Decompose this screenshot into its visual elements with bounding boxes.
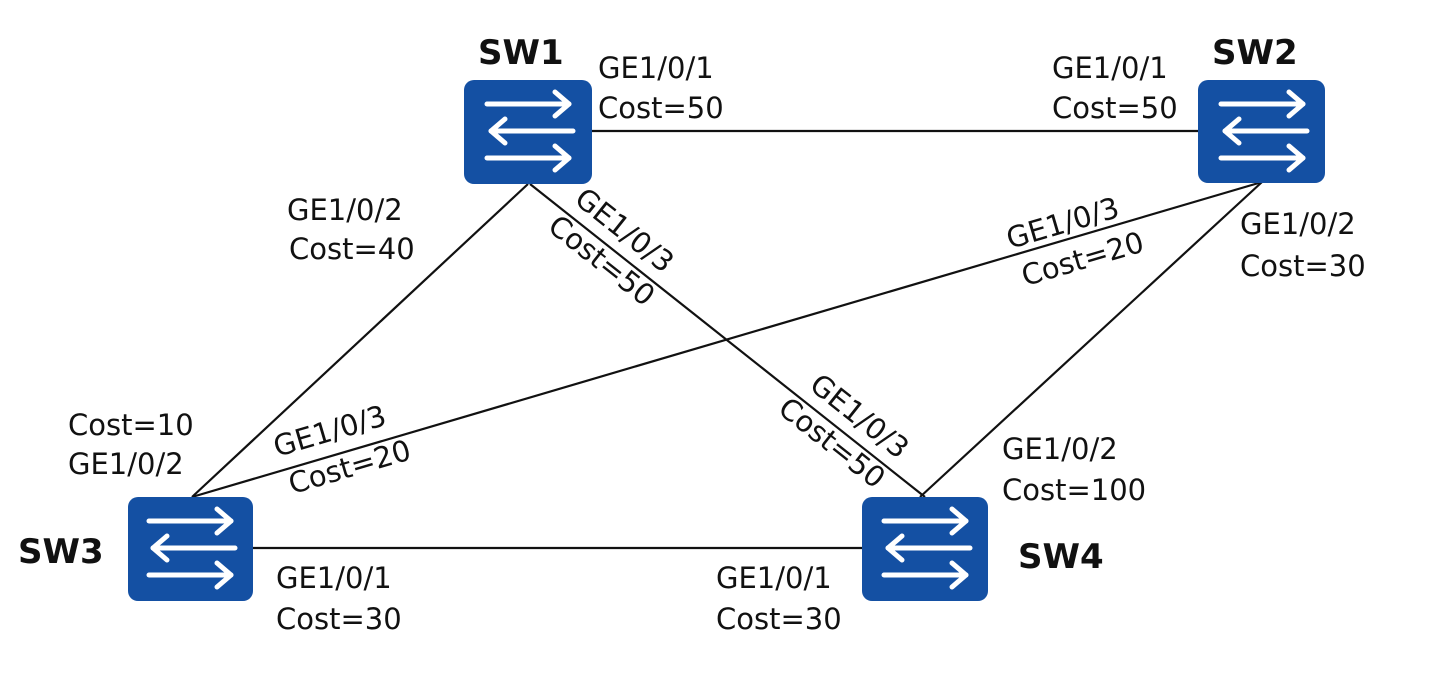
switch-arrows-icon [487, 92, 573, 170]
port-label: GE1/0/2 [1002, 432, 1118, 466]
link-label-group: GE1/0/3 Cost=20 [269, 398, 414, 501]
port-label: GE1/0/2 [287, 193, 403, 227]
cost-label: Cost=30 [1240, 249, 1366, 283]
cost-label: Cost=30 [716, 602, 842, 636]
link-sw2-sw3 [191, 180, 1263, 499]
switch-arrows-icon [1221, 92, 1307, 170]
link-sw2-sw4 [919, 181, 1263, 498]
link-label-group: GE1/0/3 Cost=50 [542, 181, 681, 313]
switch-arrows-icon [149, 509, 235, 587]
switch-name-sw3: SW3 [18, 532, 104, 572]
port-label: GE1/0/2 [1240, 207, 1356, 241]
cost-label: Cost=40 [289, 232, 415, 266]
cost-label: Cost=50 [1052, 91, 1178, 125]
cost-label: Cost=10 [68, 408, 194, 442]
switch-sw3[interactable] [128, 497, 253, 601]
cost-label: Cost=100 [1002, 473, 1146, 507]
link-label-group: GE1/0/3 Cost=20 [1002, 190, 1147, 293]
switch-sw4[interactable] [862, 497, 988, 601]
cost-label: Cost=50 [598, 91, 724, 125]
port-label: GE1/0/1 [1052, 51, 1168, 85]
switch-sw2[interactable] [1198, 80, 1325, 183]
switch-sw1[interactable] [464, 80, 592, 184]
link-sw1-sw3 [191, 183, 529, 498]
link-label-group: GE1/0/3 Cost=50 [772, 367, 915, 495]
port-label: GE1/0/2 [68, 447, 184, 481]
port-label: GE1/0/1 [276, 561, 392, 595]
switch-name-sw2: SW2 [1212, 33, 1298, 73]
port-label: GE1/0/1 [716, 561, 832, 595]
switch-arrows-icon [884, 509, 970, 587]
switch-name-sw1: SW1 [478, 33, 564, 73]
port-label: GE1/0/1 [598, 51, 714, 85]
link-sw1-sw4 [529, 183, 926, 498]
cost-label: Cost=30 [276, 602, 402, 636]
links-layer [191, 129, 1263, 550]
switch-name-sw4: SW4 [1018, 537, 1104, 577]
